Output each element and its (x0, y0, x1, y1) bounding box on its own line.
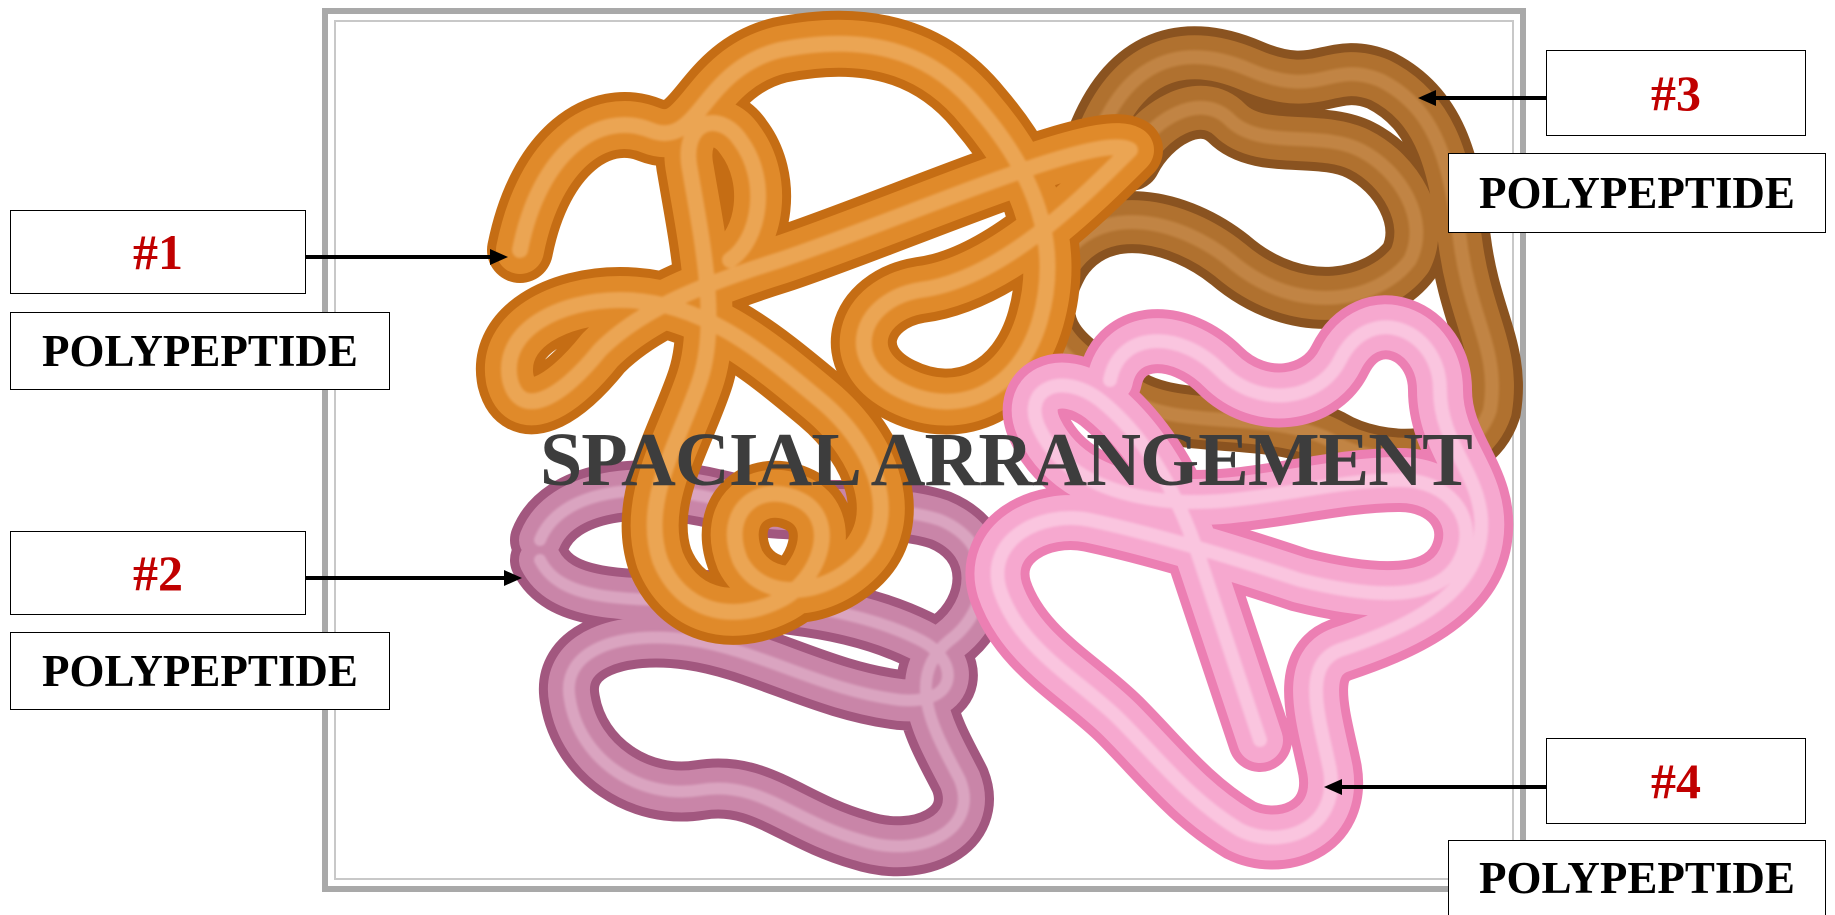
label-2-text: POLYPEPTIDE (10, 632, 390, 710)
label-1-text: POLYPEPTIDE (10, 312, 390, 390)
arrow-3 (1418, 90, 1546, 106)
arrow-1 (306, 249, 508, 265)
arrow-2 (306, 570, 522, 586)
arrow-4 (1324, 779, 1546, 795)
label-2-number: #2 (10, 531, 306, 615)
label-4-number: #4 (1546, 738, 1806, 824)
label-1-number: #1 (10, 210, 306, 294)
label-3-text: POLYPEPTIDE (1448, 153, 1826, 233)
label-3-number: #3 (1546, 50, 1806, 136)
label-4-text: POLYPEPTIDE (1448, 840, 1826, 915)
